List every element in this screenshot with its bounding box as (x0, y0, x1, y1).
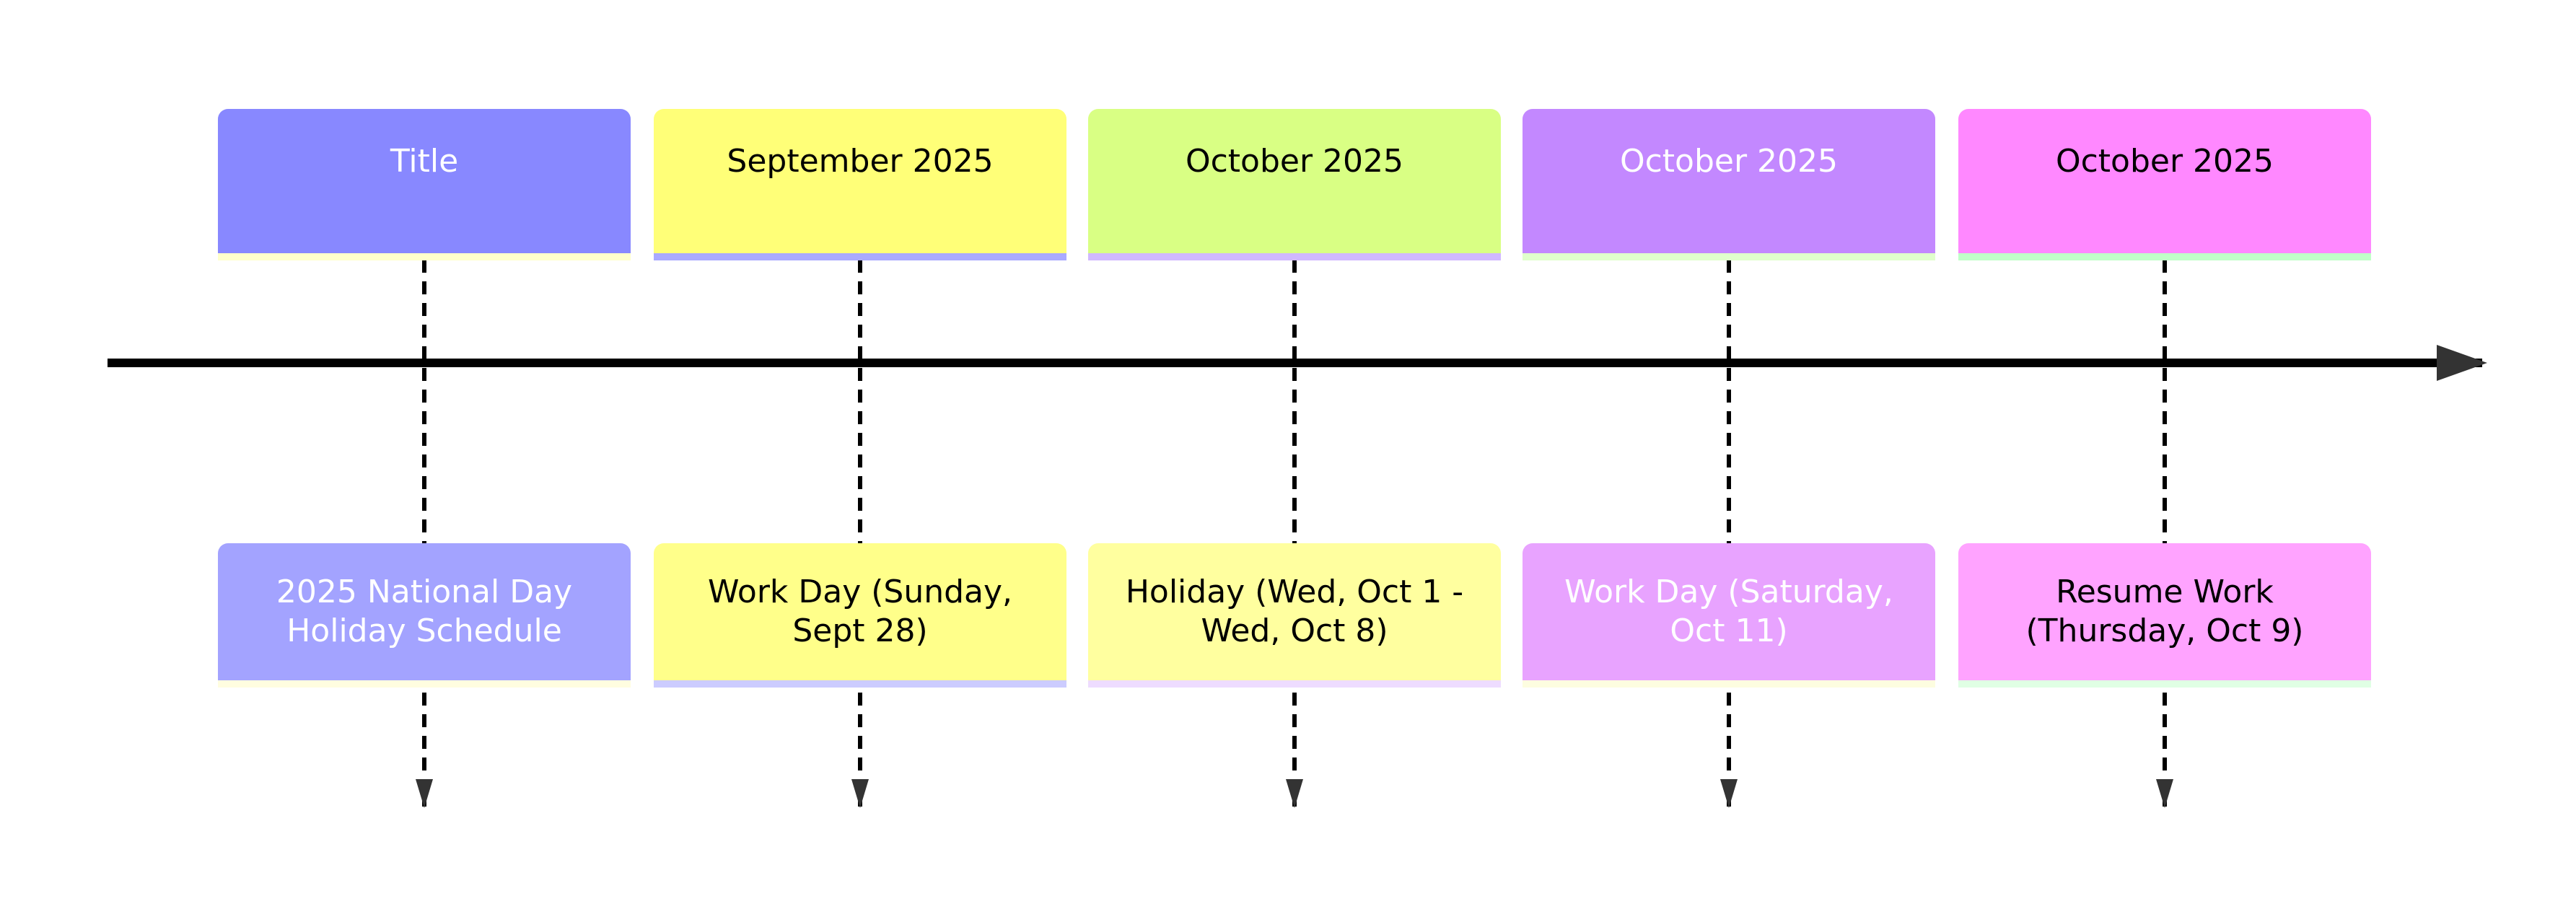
arrow-down-icon (416, 779, 433, 808)
arrow-down-icon (1720, 779, 1738, 808)
section-label: Title (390, 143, 459, 180)
event-label: Work Day (Sunday, Sept 28) (707, 574, 1013, 649)
section-header: October 2025 (1958, 109, 2371, 260)
color-strip (1523, 253, 1935, 260)
event-card: Holiday (Wed, Oct 1 - Wed, Oct 8) (1088, 543, 1501, 688)
arrow-down-icon (2156, 779, 2173, 808)
color-strip (1523, 680, 1935, 688)
event-label: Resume Work (Thursday, Oct 9) (2025, 574, 2304, 649)
section-header: October 2025 (1088, 109, 1501, 260)
event-label: 2025 National Day Holiday Schedule (276, 574, 573, 649)
event-card: Work Day (Saturday, Oct 11) (1523, 543, 1935, 688)
arrow-down-icon (851, 779, 869, 808)
event-card: Resume Work (Thursday, Oct 9) (1958, 543, 2371, 688)
event-card: Work Day (Sunday, Sept 28) (654, 543, 1066, 688)
section-header: September 2025 (654, 109, 1066, 260)
event-label: Holiday (Wed, Oct 1 - Wed, Oct 8) (1125, 574, 1464, 649)
color-strip (1958, 253, 2371, 260)
event-label: Work Day (Saturday, Oct 11) (1564, 574, 1893, 649)
section-label: October 2025 (1185, 143, 1404, 180)
color-strip (218, 253, 631, 260)
event-card: 2025 National Day Holiday Schedule (218, 543, 631, 688)
section-label: September 2025 (727, 143, 994, 180)
section-header: October 2025 (1523, 109, 1935, 260)
section-header: Title (218, 109, 631, 260)
section-label: October 2025 (1619, 143, 1839, 180)
color-strip (1088, 680, 1501, 688)
color-strip (1958, 680, 2371, 688)
section-label: October 2025 (2055, 143, 2274, 180)
color-strip (654, 680, 1066, 688)
color-strip (654, 253, 1066, 260)
arrow-down-icon (1286, 779, 1303, 808)
color-strip (218, 680, 631, 688)
color-strip (1088, 253, 1501, 260)
